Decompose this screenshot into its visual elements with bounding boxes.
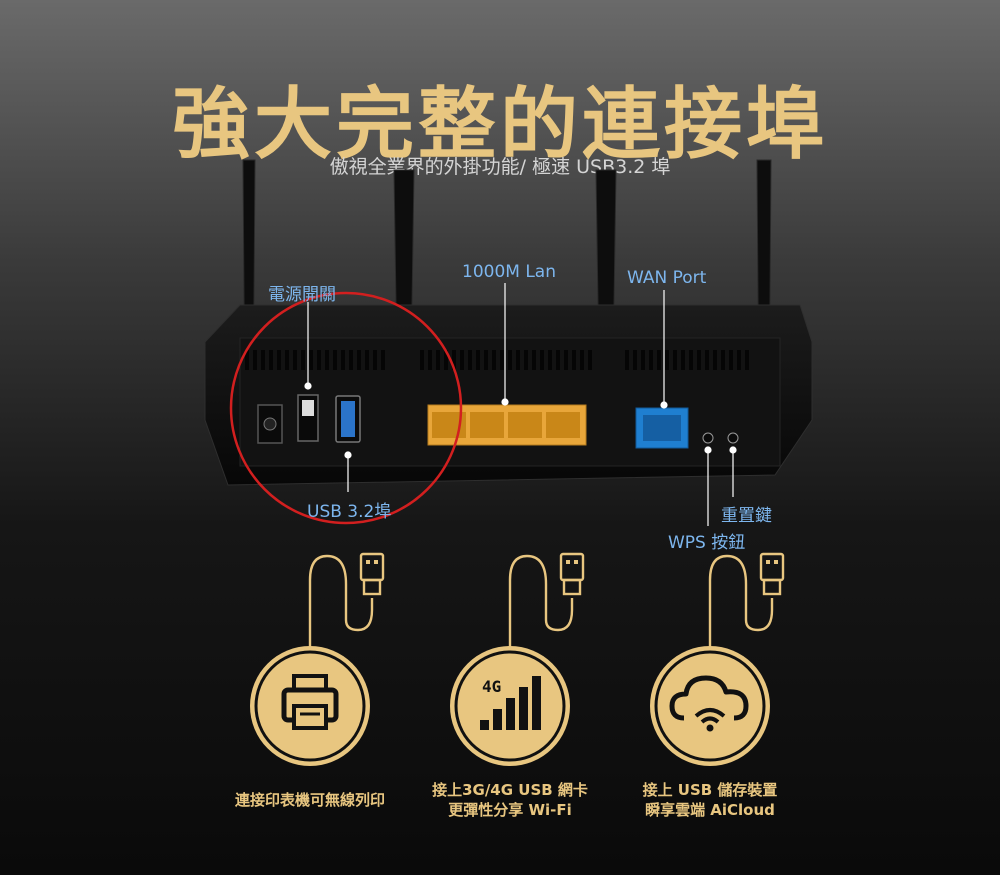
dc-power-jack [257,404,283,444]
wps-button [702,432,714,444]
router-body [204,304,813,486]
lan-ports [427,404,587,446]
feature-caption-line: 接上3G/4G USB 網卡 [432,781,588,799]
usb-highlight-circle [229,291,463,525]
cloud-wifi-icon [650,646,770,766]
wan-port [635,407,689,449]
printer-icon [250,646,370,766]
callout-wan: WAN Port [627,268,707,288]
feature-caption-printer: 連接印表機可無線列印 [210,790,410,810]
page-title: 強大完整的連接埠 [171,80,828,170]
usb-cables [308,554,774,648]
usb-plug-pins [366,560,778,564]
vent-grille [245,350,749,370]
feature-caption-line: 連接印表機可無線列印 [234,791,385,809]
callout-reset: 重置鍵 [721,506,772,526]
4g-signal-icon: 4G [450,646,570,766]
power-switch [297,394,319,442]
feature-caption-line: 接上 USB 儲存裝置 [642,781,778,799]
callout-wps: WPS 按鈕 [668,533,746,553]
callout-lines [304,283,737,526]
feature-caption-line: 瞬享雲端 AiCloud [645,801,775,819]
4g-label: 4G [482,677,501,696]
page-subtitle: 傲視全業界的外掛功能/ 極速 USB3.2 埠 [329,156,671,178]
reset-button [727,432,739,444]
feature-caption-4g: 接上3G/4G USB 網卡 更彈性分享 Wi-Fi [410,780,610,820]
callout-power-switch: 電源開關 [268,285,336,305]
usb-plug-icon [359,552,785,596]
callout-lan: 1000M Lan [462,262,556,282]
feature-caption-line: 更彈性分享 Wi-Fi [448,801,572,819]
usb-port [335,395,361,443]
callout-usb: USB 3.2埠 [307,502,392,522]
feature-caption-cloud: 接上 USB 儲存裝置 瞬享雲端 AiCloud [605,780,815,820]
